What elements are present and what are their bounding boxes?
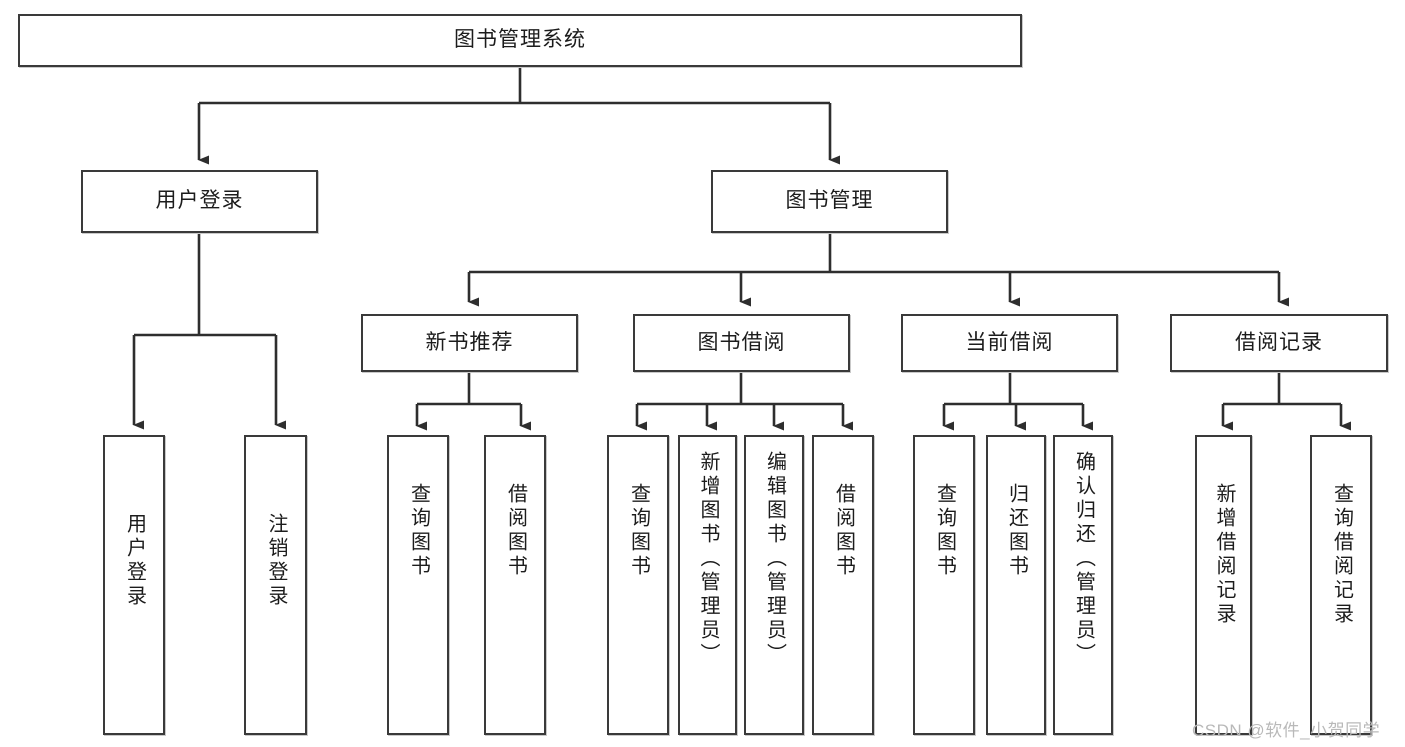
node-new-book-recommend[interactable]: 新书推荐: [361, 314, 578, 372]
node-label: 用户登录: [123, 513, 146, 609]
node-label: 用户登录: [155, 189, 244, 213]
node-label: 图书借阅: [697, 330, 786, 354]
leaf-query-borrow-record[interactable]: 查询借阅记录: [1310, 435, 1372, 735]
leaf-query-book-current[interactable]: 查询图书: [913, 435, 975, 735]
node-label: 注销登录: [265, 513, 287, 609]
node-book-borrow[interactable]: 图书借阅: [633, 314, 850, 372]
node-root-book-management-system[interactable]: 图书管理系统: [18, 14, 1022, 67]
leaf-borrow-book[interactable]: 借阅图书: [812, 435, 874, 735]
node-label: 新增图书（管理员）: [697, 451, 719, 667]
node-label: 查询图书: [933, 483, 956, 579]
node-label: 查询借阅记录: [1330, 483, 1353, 627]
csdn-watermark: CSDN @软件_小贺同学: [1192, 721, 1381, 740]
node-label: 查询图书: [407, 483, 430, 579]
leaf-logout[interactable]: 注销登录: [244, 435, 307, 735]
node-label: 新增借阅记录: [1213, 483, 1235, 627]
leaf-add-book-admin[interactable]: 新增图书（管理员）: [678, 435, 737, 735]
node-current-borrow[interactable]: 当前借阅: [901, 314, 1118, 372]
node-label: 借阅图书: [504, 483, 527, 579]
node-borrow-record[interactable]: 借阅记录: [1170, 314, 1388, 372]
node-label: 图书管理系统: [454, 28, 586, 52]
leaf-add-borrow-record[interactable]: 新增借阅记录: [1195, 435, 1252, 735]
leaf-edit-book-admin[interactable]: 编辑图书（管理员）: [744, 435, 804, 735]
node-user-login[interactable]: 用户登录: [81, 170, 318, 233]
node-label: 图书管理: [785, 189, 874, 213]
node-label: 确认归还（管理员）: [1072, 451, 1095, 667]
leaf-query-book-borrow[interactable]: 查询图书: [607, 435, 669, 735]
node-label: 借阅图书: [832, 483, 855, 579]
node-label: 编辑图书（管理员）: [763, 451, 786, 667]
leaf-return-book[interactable]: 归还图书: [986, 435, 1046, 735]
node-label: 新书推荐: [425, 330, 514, 354]
node-label: 查询图书: [627, 483, 650, 579]
node-book-management[interactable]: 图书管理: [711, 170, 948, 233]
node-label: 归还图书: [1005, 483, 1028, 579]
node-label: 借阅记录: [1235, 330, 1323, 354]
leaf-user-login[interactable]: 用户登录: [103, 435, 165, 735]
leaf-borrow-book-recommend[interactable]: 借阅图书: [484, 435, 546, 735]
leaf-query-book-recommend[interactable]: 查询图书: [387, 435, 449, 735]
leaf-confirm-return-admin[interactable]: 确认归还（管理员）: [1053, 435, 1113, 735]
node-label: 当前借阅: [965, 330, 1054, 354]
